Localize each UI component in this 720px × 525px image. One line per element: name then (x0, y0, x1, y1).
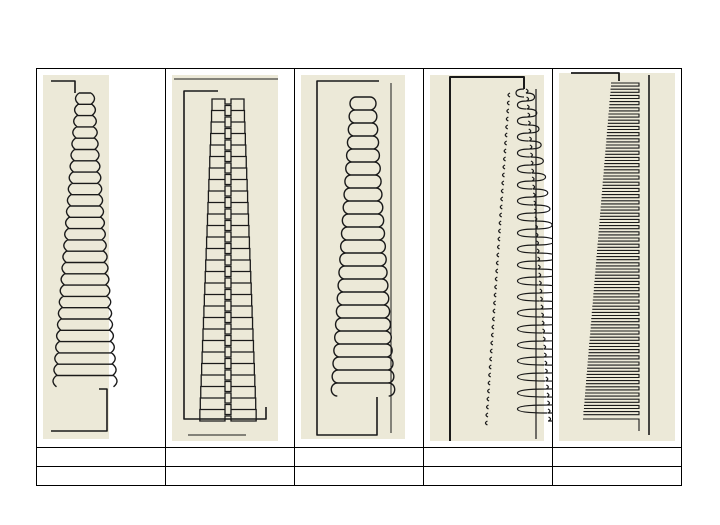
caption-text (166, 467, 294, 485)
cell-panel-a (36, 68, 166, 448)
serpentine-trace (52, 92, 118, 388)
caption-text (553, 467, 681, 485)
serpentine-trace (330, 96, 396, 397)
serpentine-trace (199, 98, 257, 422)
caption-cell (423, 466, 553, 486)
caption-cell (423, 447, 553, 467)
caption-cell (294, 447, 424, 467)
outer-frame-line (183, 90, 267, 420)
caption-text (37, 448, 165, 466)
feed-line-bottom (51, 388, 108, 432)
caption-text (553, 448, 681, 466)
outer-frame-line (449, 76, 525, 441)
cell-panel-d (423, 68, 553, 448)
cell-panel-e (552, 68, 682, 448)
caption-cell (36, 447, 166, 467)
caption-cell (552, 447, 682, 467)
panel-background (43, 75, 109, 439)
outer-frame-line (316, 80, 379, 436)
serpentine-panel-d (430, 75, 553, 441)
caption-text (295, 448, 423, 466)
serpentine-trace (484, 88, 553, 426)
caption-row-1 (36, 447, 682, 467)
caption-row-2 (36, 466, 682, 486)
caption-cell (36, 466, 166, 486)
figure-table (36, 68, 682, 486)
comb-trace (583, 82, 640, 431)
serpentine-panel-e (559, 72, 675, 441)
cell-panel-b (165, 68, 295, 448)
cell-panel-c (294, 68, 424, 448)
caption-cell (552, 466, 682, 486)
serpentine-panel-b (172, 75, 278, 441)
caption-cell (294, 466, 424, 486)
caption-text (37, 467, 165, 485)
image-row (36, 68, 682, 448)
caption-text (295, 467, 423, 485)
caption-cell (165, 447, 295, 467)
feed-line-top (571, 72, 620, 81)
caption-cell (165, 466, 295, 486)
feed-line-top (51, 80, 76, 93)
serpentine-panel-a (43, 75, 118, 439)
panel-background (430, 75, 544, 441)
serpentine-panel-c (301, 75, 405, 439)
caption-text (424, 448, 552, 466)
caption-text (424, 467, 552, 485)
caption-text (166, 448, 294, 466)
